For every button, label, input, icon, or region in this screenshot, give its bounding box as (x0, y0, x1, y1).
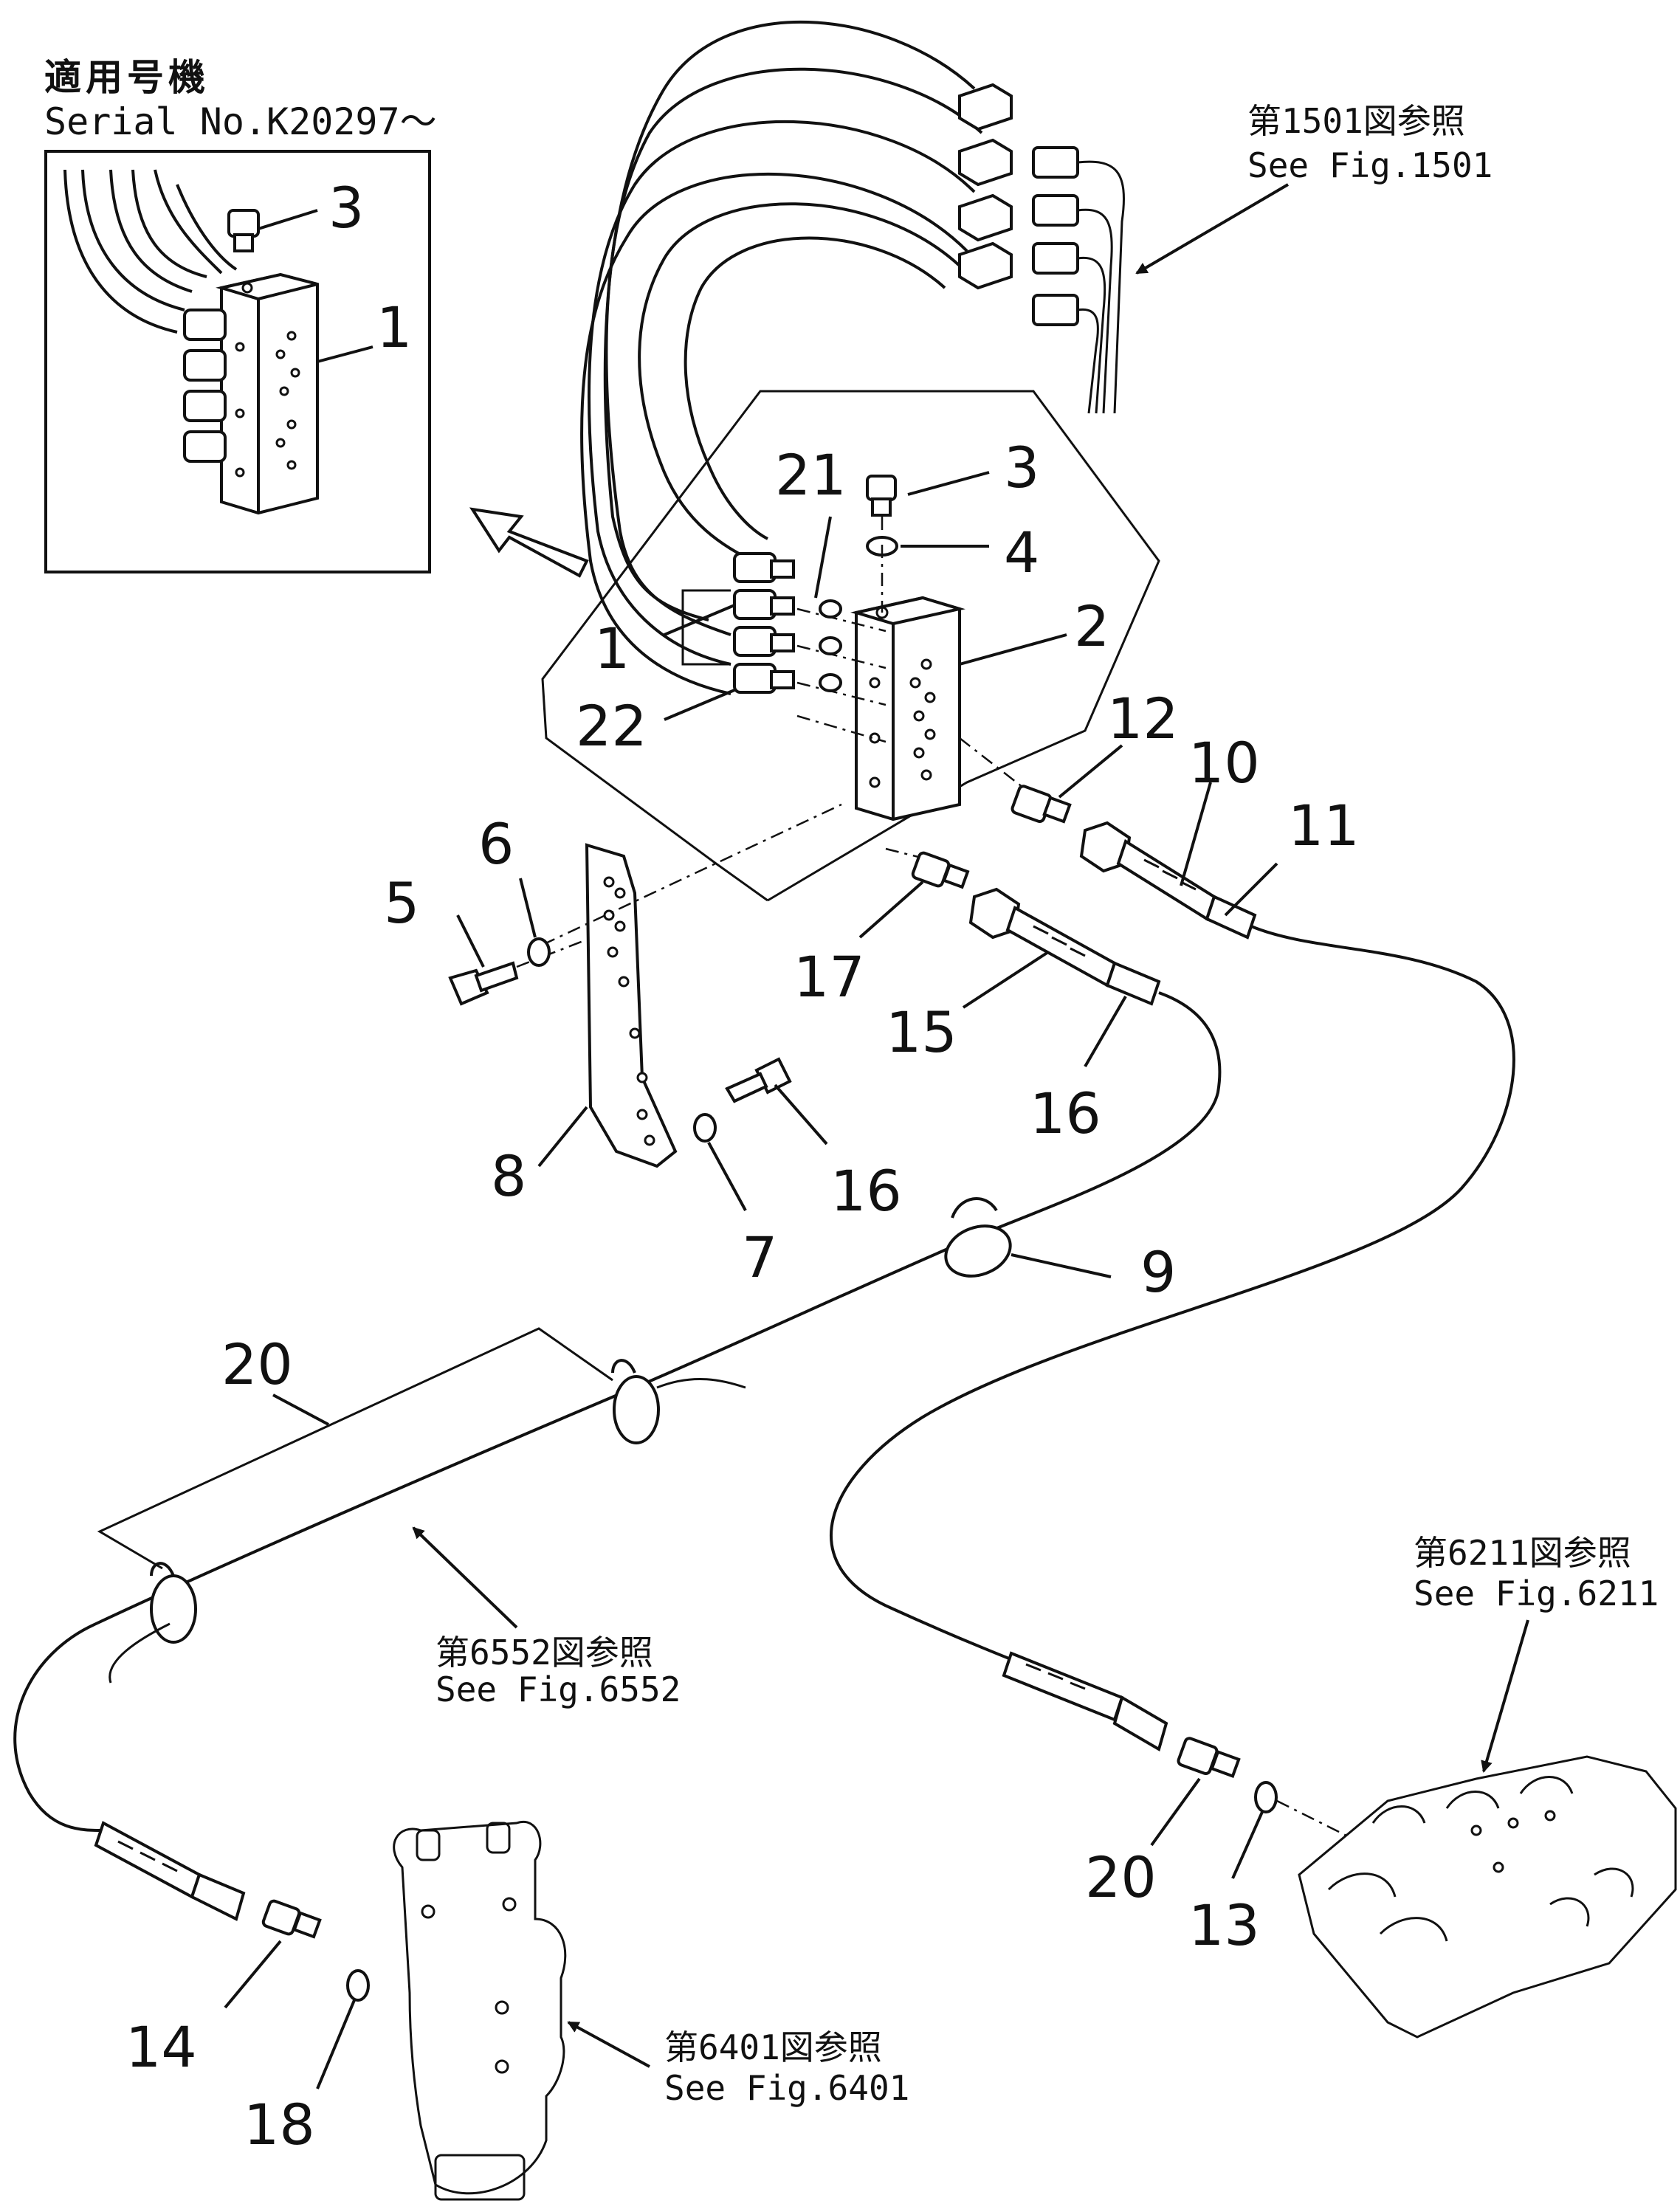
clamp-20-left (150, 1562, 197, 1644)
ref-fig6211-en: See Fig.6211 (1414, 1574, 1659, 1613)
callout-18: 14 (125, 2014, 197, 2080)
callout-7: 8 (491, 1143, 526, 1209)
connector-18 (261, 1899, 322, 1939)
hose-13-end (1002, 1651, 1168, 1752)
callout-5: 5 (384, 870, 419, 936)
callout-20b: 20 (221, 1331, 293, 1397)
assembly-boundary (541, 390, 1160, 902)
inset-detail (44, 150, 431, 573)
callout-17: 17 (793, 944, 865, 1010)
connector-13 (1177, 1737, 1241, 1778)
callout-20a: 9 (1140, 1239, 1176, 1305)
o-ring-19 (346, 1969, 370, 2002)
callout-1: 1 (594, 616, 630, 681)
callout-16: 16 (1030, 1081, 1101, 1146)
bolt-5 (448, 961, 519, 1006)
bracket-7 (585, 843, 678, 1168)
inset-pointer-arrow (469, 507, 589, 578)
o-ring-14 (1254, 1781, 1278, 1813)
inset-fittings (183, 309, 227, 463)
callout-21: 21 (775, 442, 847, 508)
hose-10 (1079, 821, 1257, 940)
ref-fig1501-jp: 第1501図参照 (1247, 101, 1465, 141)
leader-fig6211 (1481, 1619, 1529, 1773)
ref-fig6401-en: See Fig.6401 (664, 2068, 909, 2108)
applicable-serial: Serial No.K20297～ (44, 100, 437, 143)
callout-2: 2 (1074, 593, 1109, 659)
leader-fig1501 (1135, 183, 1290, 275)
control-valve-fig6211 (1298, 1755, 1677, 2039)
callout-inset-3: 3 (328, 175, 364, 241)
leader-fig6401 (567, 2021, 650, 2068)
callout-6: 6 (478, 811, 514, 877)
callout-10: 10 (1188, 730, 1260, 796)
callout-inset-1: 1 (376, 294, 412, 360)
callout-11: 11 (1288, 793, 1360, 858)
inset-plug (227, 209, 260, 252)
hose-end-connectors (958, 83, 1013, 290)
bolt-8 (725, 1057, 792, 1103)
inset-frame (44, 150, 431, 573)
hose-18-end (94, 1821, 246, 1921)
valve-fig6401 (393, 1820, 567, 2201)
connector-12 (1011, 785, 1072, 824)
clamp-20-right (944, 1197, 1012, 1278)
callout-22: 22 (576, 693, 647, 759)
ref-fig6552-en: See Fig.6552 (436, 1670, 681, 1709)
connector-17 (911, 851, 970, 889)
washer-9 (693, 1113, 717, 1143)
washers (819, 599, 842, 692)
hose-15 (968, 887, 1161, 1006)
callout-3: 3 (1004, 435, 1039, 500)
callout-19: 18 (244, 2092, 315, 2157)
plug (866, 475, 897, 517)
clamp-20-center (611, 1359, 660, 1444)
applicable-title: 適用号機 (44, 56, 210, 99)
callout-14: 13 (1188, 1892, 1260, 1958)
ref-fig6211-jp: 第6211図参照 (1414, 1533, 1631, 1573)
callout-9: 7 (742, 1224, 777, 1290)
elbow-fittings (733, 552, 795, 694)
callout-15: 15 (886, 999, 957, 1065)
callout-12: 12 (1107, 686, 1179, 751)
washer-6 (527, 937, 551, 967)
ref-fig6401-jp: 第6401図参照 (664, 2027, 882, 2067)
inset-valve-block (216, 272, 319, 515)
switch-sensors-fig1501 (1032, 146, 1125, 414)
valve-block (850, 596, 965, 821)
harness-fig6552 (109, 1377, 746, 1684)
callout-13: 20 (1085, 1844, 1157, 1910)
callout-8: 16 (830, 1158, 902, 1224)
callout-4: 4 (1004, 520, 1039, 585)
ref-fig6552-jp: 第6552図参照 (436, 1633, 653, 1672)
leader-fig6552 (412, 1526, 518, 1629)
ref-fig1501-en: See Fig.1501 (1247, 145, 1493, 185)
upper-hoses (580, 21, 983, 695)
hose-10-line (830, 925, 1515, 1684)
